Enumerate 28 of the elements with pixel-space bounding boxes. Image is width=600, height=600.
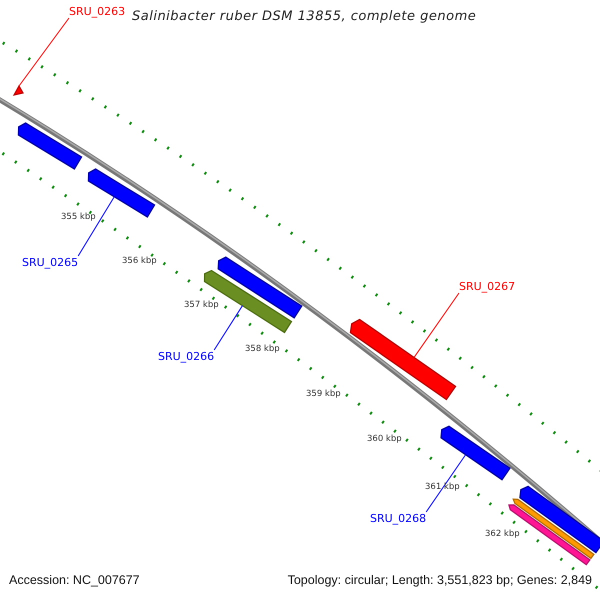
gene-feature xyxy=(218,256,303,319)
gene-label: SRU_0267 xyxy=(459,280,516,293)
scale-label: 358 kbp xyxy=(245,344,280,354)
gene-feature xyxy=(12,84,24,96)
gene-label: SRU_0268 xyxy=(370,512,426,525)
gene-label: SRU_0266 xyxy=(158,350,214,363)
gene-feature xyxy=(440,426,511,481)
scale-label: 357 kbp xyxy=(184,300,219,310)
diagram-title: Salinibacter ruber DSM 13855, complete genome xyxy=(132,9,476,24)
scale-label: 362 kbp xyxy=(485,529,520,539)
footer-note: Accession: NC_007677 xyxy=(9,573,140,587)
leader-line xyxy=(18,18,70,86)
gene-label: SRU_0265 xyxy=(22,256,78,269)
gene-feature xyxy=(204,270,292,334)
footer-note: Topology: circular; Length: 3,551,823 bp; Genes: 2,849 xyxy=(288,573,592,587)
scale-label: 361 kbp xyxy=(425,482,460,492)
scale-label: 355 kbp xyxy=(61,212,96,222)
gene-feature xyxy=(350,318,456,400)
gene-feature xyxy=(18,122,82,170)
scale-label: 359 kbp xyxy=(306,389,341,399)
gene-label: SRU_0263 xyxy=(69,5,126,18)
scale-label: 356 kbp xyxy=(122,256,157,266)
leader-line xyxy=(78,196,115,256)
scale-label: 360 kbp xyxy=(367,434,402,444)
leader-line xyxy=(214,305,243,350)
leader-line xyxy=(426,454,466,512)
gene-feature xyxy=(519,486,600,554)
leader-line xyxy=(414,292,460,358)
